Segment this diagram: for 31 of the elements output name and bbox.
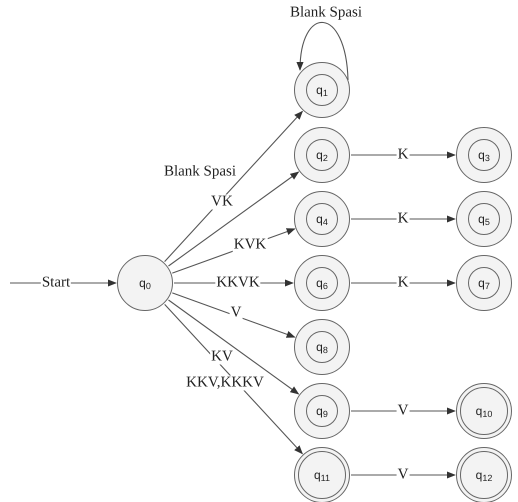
state-label: q$_{7}$ [478, 275, 490, 292]
edge-label: VK [210, 194, 234, 210]
state-label: q$_{5}$ [478, 211, 490, 228]
state-label: q$_{8}$ [316, 339, 328, 356]
arrow [351, 471, 456, 479]
edge-label: KKV,KKKV [185, 376, 265, 390]
arrow [296, 22, 349, 80]
arrow [172, 292, 296, 338]
arrow [351, 151, 456, 159]
edge-label: Blank Spasi [162, 164, 238, 180]
state-label: q$_{12}$ [476, 467, 492, 484]
state-label: q$_{10}$ [476, 403, 492, 420]
arrow [351, 279, 456, 287]
arrow [168, 300, 300, 395]
state-label: q$_{4}$ [316, 211, 328, 228]
edge-label: V [230, 306, 242, 320]
edge-label: Blank Spasi [288, 6, 364, 20]
state-label: q$_{11}$ [314, 467, 330, 484]
state-label: q$_{2}$ [316, 147, 328, 164]
edge-label: KV [210, 350, 234, 364]
arrow [164, 110, 303, 262]
state-label: q$_{9}$ [316, 403, 328, 420]
state-label: q$_{3}$ [478, 147, 490, 164]
state-label: q$_{0}$ [139, 275, 151, 292]
edge-label: KVK [232, 238, 268, 252]
arrow [164, 304, 303, 454]
arrow [351, 407, 456, 415]
arrow [351, 215, 456, 223]
arrow [168, 171, 300, 266]
state-label: q$_{6}$ [316, 275, 328, 292]
state-label: q$_{1}$ [316, 82, 328, 99]
